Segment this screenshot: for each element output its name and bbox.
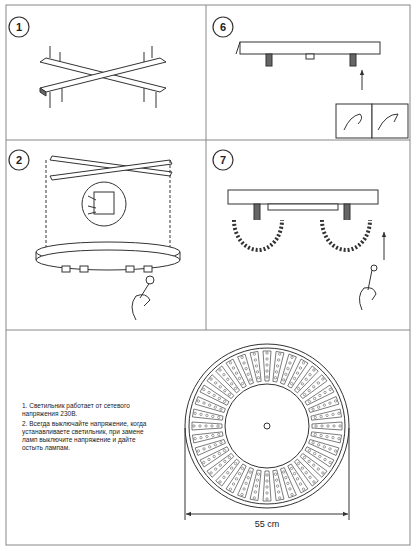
panel-frame [6,5,410,545]
step-number: 6 [212,16,234,38]
crystal-arcs [228,190,384,310]
step-number-text: 1 [16,21,22,33]
step-number-text: 7 [220,154,226,166]
lamp-body [36,156,180,320]
ceiling-plate [236,42,408,138]
step-number-text: 6 [220,21,226,33]
dimension: 55 cm [237,519,297,530]
step-number: 7 [212,149,234,171]
step-number: 2 [8,149,30,171]
top-view [185,344,349,520]
note-text: 1. Светильник работает от сетевого напря… [22,402,152,418]
note-text: 2. Всегда выключайте напряжение, когда у… [22,420,152,453]
step-number: 1 [8,16,30,38]
mounting-bars [40,46,166,108]
step-number-text: 2 [16,154,22,166]
